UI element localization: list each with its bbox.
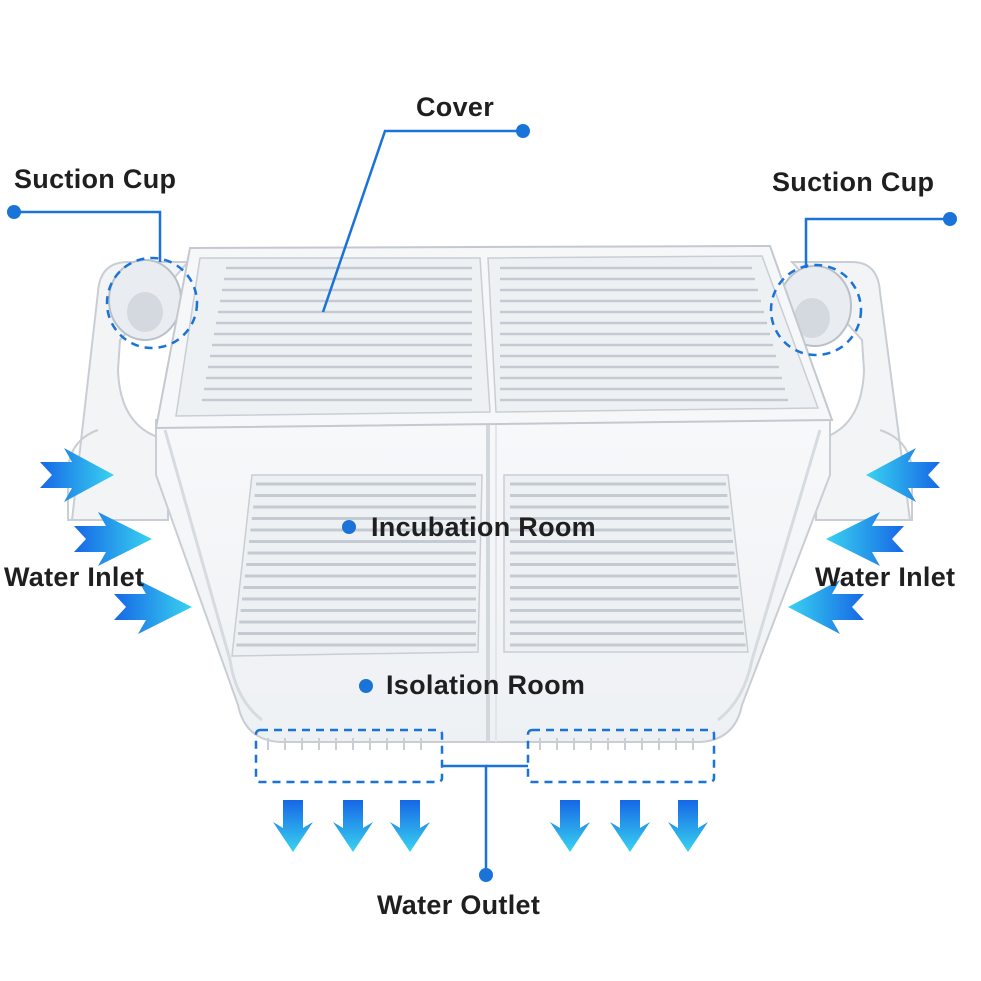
outlet-left-box [254,728,444,784]
dot-icon [479,868,493,882]
cover-label: Cover [416,92,495,122]
dot-icon [7,205,21,219]
dashed-highlights [105,256,863,784]
arrow-down-icon [333,800,373,852]
outlet-arrows [273,800,708,852]
cover-lid [154,244,834,430]
arrow-right-icon [114,580,192,634]
suction-cup-left-ring [105,256,199,350]
arrow-down-icon [390,800,430,852]
arrow-left-icon [826,512,904,566]
inlet-arrows-right [788,448,940,634]
dot-icon [342,520,356,534]
leader-lines [14,129,950,875]
dot-icon [516,124,530,138]
suction-cup-left-label: Suction Cup [14,164,177,194]
inlet-arrows-left [40,448,192,634]
cover-leader [321,129,523,313]
water-outlet-leader [442,764,488,875]
suction-cup-left-leader [14,210,162,262]
incubation-room-label: Incubation Room [371,512,596,542]
suction-cup-right-ring [769,263,863,357]
water-outlet-label: Water Outlet [377,890,541,920]
water-inlet-left-label: Water Inlet [4,562,145,592]
arrow-right-icon [40,448,114,502]
incubation-grid [231,474,749,657]
outlet-right-box [526,728,716,784]
arrow-down-icon [610,800,650,852]
arrow-right-icon [74,512,152,566]
arrow-left-icon [866,448,940,502]
suction-cup-right-leader [804,217,950,268]
arrow-left-icon [788,580,864,634]
dot-icon [943,212,957,226]
outlet-vents [267,738,694,750]
suction-cup-right-label: Suction Cup [772,167,935,197]
arrow-down-icon [550,800,590,852]
arrow-down-icon [273,800,313,852]
dot-icon [359,679,373,693]
marker-dots [7,124,957,882]
arrow-down-icon [668,800,708,852]
isolation-room-label: Isolation Room [386,670,586,700]
water-inlet-right-label: Water Inlet [815,562,956,592]
